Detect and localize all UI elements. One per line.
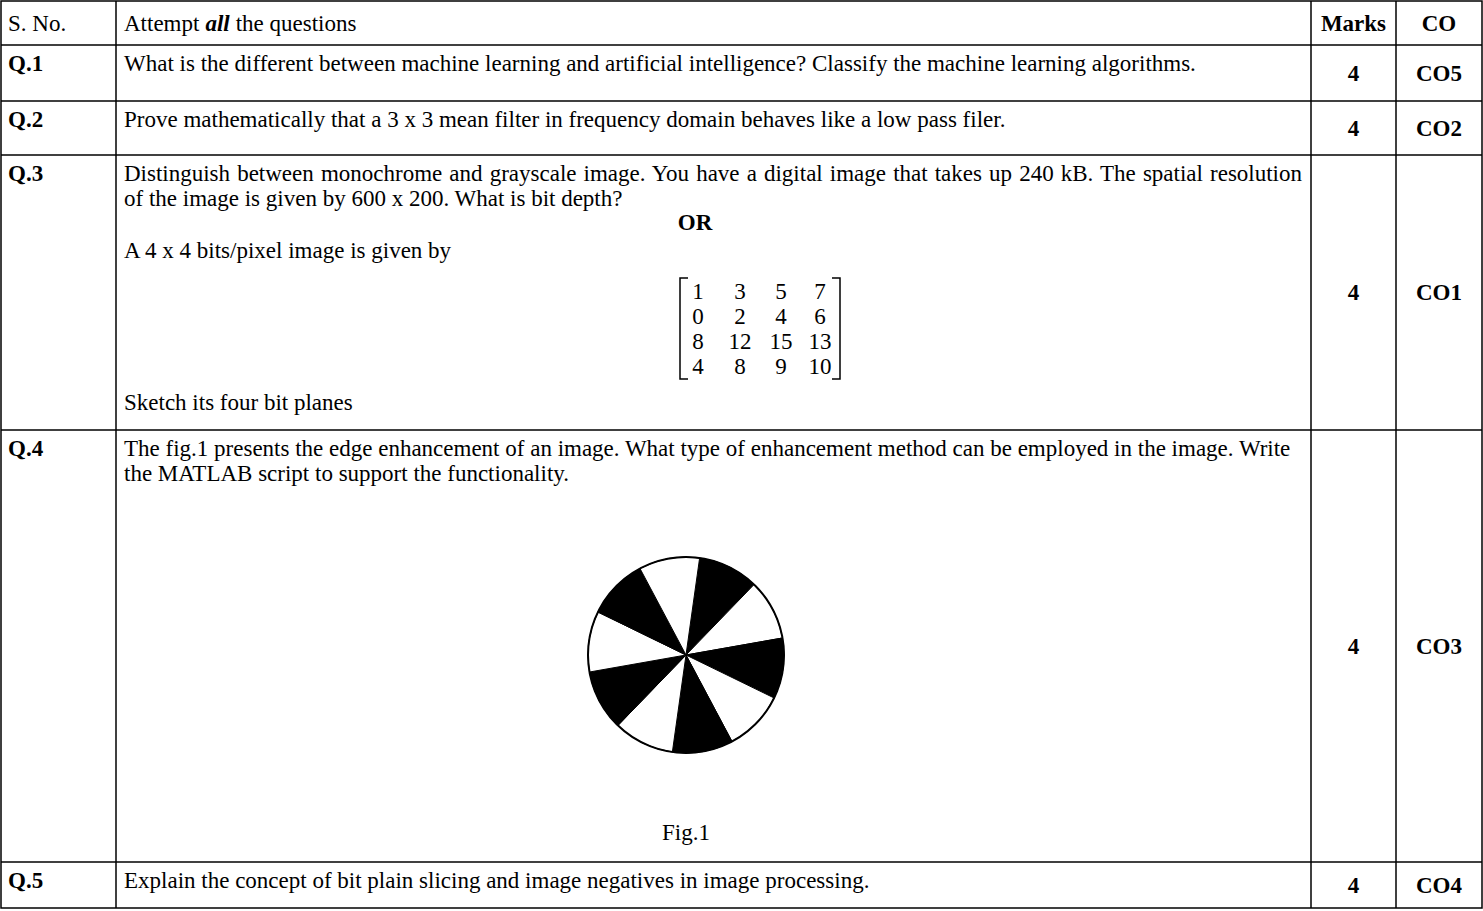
co-cell: CO3 (1396, 430, 1482, 862)
matrix-entry: 2 (720, 304, 760, 329)
co-cell: CO1 (1396, 155, 1482, 430)
question-text: The fig.1 presents the edge enhancement … (124, 436, 1302, 486)
matrix-entry: 4 (678, 354, 718, 379)
column-rule (1395, 1, 1397, 908)
header-cell: the questions (236, 1, 357, 45)
wheel-outline (588, 557, 784, 753)
figure-caption: Fig.1 (636, 820, 736, 845)
marks-cell: 4 (1311, 430, 1396, 862)
matrix-entry: 1 (678, 279, 718, 304)
header-cell: S. No. (8, 1, 114, 45)
matrix-entry: 10 (800, 354, 840, 379)
matrix-entry: 12 (720, 329, 760, 354)
header-cell: CO (1396, 1, 1482, 45)
question-text: Explain the concept of bit plain slicing… (124, 868, 1302, 893)
matrix-entry: 15 (761, 329, 801, 354)
marks-cell: 4 (1311, 862, 1396, 909)
right-bracket (832, 278, 840, 379)
row-rule (1, 44, 1482, 46)
co-cell: CO4 (1396, 862, 1482, 909)
matrix-entry: 0 (678, 304, 718, 329)
row-rule (1, 154, 1482, 156)
co-cell: CO5 (1396, 45, 1482, 101)
question-text: Sketch its four bit planes (124, 390, 924, 415)
question-text: A 4 x 4 bits/pixel image is given by (124, 238, 924, 263)
matrix-entry: 4 (761, 304, 801, 329)
marks-cell: 4 (1311, 155, 1396, 430)
question-number: Q.1 (8, 51, 108, 76)
header-cell: Attempt (124, 1, 199, 45)
question-text: What is the different between machine le… (124, 51, 1302, 76)
left-bracket (680, 278, 688, 379)
matrix-entry: 3 (720, 279, 760, 304)
matrix-entry: 8 (720, 354, 760, 379)
question-text: Distinguish between monochrome and grays… (124, 161, 1302, 211)
matrix-entry: 7 (800, 279, 840, 304)
sector-wheel (588, 557, 784, 753)
question-number: Q.4 (8, 436, 108, 461)
wheel-sector (640, 557, 700, 655)
question-number: Q.3 (8, 161, 108, 186)
or-separator: OR (600, 210, 790, 235)
header-cell: Marks (1311, 1, 1396, 45)
marks-cell: 4 (1311, 101, 1396, 155)
marks-cell: 4 (1311, 45, 1396, 101)
matrix-brackets (680, 278, 840, 379)
question-text: Prove mathematically that a 3 x 3 mean f… (124, 107, 1302, 132)
column-rule (1310, 1, 1312, 908)
matrix-entry: 9 (761, 354, 801, 379)
header-cell: all (205, 1, 229, 45)
row-rule (1, 861, 1482, 863)
matrix-entry: 5 (761, 279, 801, 304)
question-number: Q.5 (8, 868, 108, 893)
co-cell: CO2 (1396, 101, 1482, 155)
matrix-entry: 6 (800, 304, 840, 329)
matrix-entry: 13 (800, 329, 840, 354)
column-rule (115, 1, 117, 908)
question-number: Q.2 (8, 107, 108, 132)
matrix-entry: 8 (678, 329, 718, 354)
row-rule (1, 429, 1482, 431)
row-rule (1, 100, 1482, 102)
